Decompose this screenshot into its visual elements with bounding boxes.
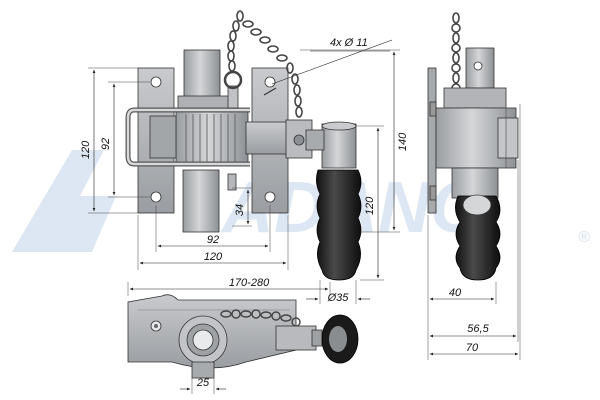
pin-ring [223, 70, 243, 90]
side-shaft-bottom [451, 167, 499, 199]
top-arm [275, 325, 317, 351]
dim-side-56: 56,5 [427, 160, 519, 342]
gear-housing [175, 109, 249, 166]
dim-side-70-label: 70 [466, 342, 479, 354]
dim-holes: 4x Ø 11 [271, 37, 393, 85]
dim-side-70: 70 [427, 104, 521, 360]
dim-height-right: 140 [300, 49, 409, 233]
dim-side-56-label: 56,5 [467, 323, 489, 335]
dim-side-40-label: 40 [449, 287, 462, 299]
spring-pin [227, 173, 237, 191]
dim-handle-dia-label: Ø35 [327, 292, 350, 304]
pawl-block [149, 115, 177, 159]
front-view: 4x Ø 11 120 92 140 120 [80, 10, 409, 304]
shaft-bottom [182, 169, 220, 233]
dim-handle-height: 120 [356, 125, 384, 281]
dim-holes-label: 4x Ø 11 [330, 37, 368, 49]
side-handle-grip [455, 195, 501, 281]
watermark-registered: ® [578, 229, 590, 246]
dim-width-inner-label: 92 [207, 234, 219, 246]
mounting-hole [264, 76, 276, 88]
mounting-hole [150, 191, 162, 203]
dim-height-inner-label: 92 [100, 138, 112, 150]
side-chain [451, 12, 461, 93]
dim-offset: 34 [232, 187, 252, 227]
chain [227, 10, 303, 118]
locking-pin [227, 85, 239, 109]
watermark-logo-mark [12, 150, 116, 252]
dim-handle-dia: Ø35 [306, 280, 370, 304]
dim-height-right-label: 140 [397, 132, 409, 151]
dim-side-40: 40 [427, 215, 497, 304]
dim-width-outer: 120 [137, 215, 289, 270]
dim-width-inner: 92 [155, 205, 271, 252]
mounting-hole [264, 191, 276, 203]
dim-top-25-label: 25 [196, 377, 210, 389]
handle-shaft [321, 123, 357, 169]
mounting-hole [150, 76, 162, 88]
handle-grip [316, 169, 362, 281]
dim-handle-height-label: 120 [364, 196, 376, 215]
side-collar [443, 87, 507, 109]
dim-top-25: 25 [180, 377, 226, 394]
top-hub-bore [192, 329, 214, 351]
side-view: 40 56,5 70 [427, 12, 521, 360]
dim-offset-label: 34 [234, 204, 246, 216]
top-view: 25 [127, 294, 359, 394]
dim-width-total: 170-280 [127, 277, 331, 296]
gear-teeth [185, 114, 236, 162]
dim-width-total-label: 170-280 [229, 277, 270, 289]
top-chain [220, 309, 301, 327]
shaft-top [183, 49, 221, 99]
dim-height-outer-label: 120 [80, 140, 92, 159]
dim-height-inner: 92 [100, 81, 150, 198]
dim-height-outer: 120 [80, 67, 140, 214]
dim-width-outer-label: 120 [204, 251, 223, 263]
